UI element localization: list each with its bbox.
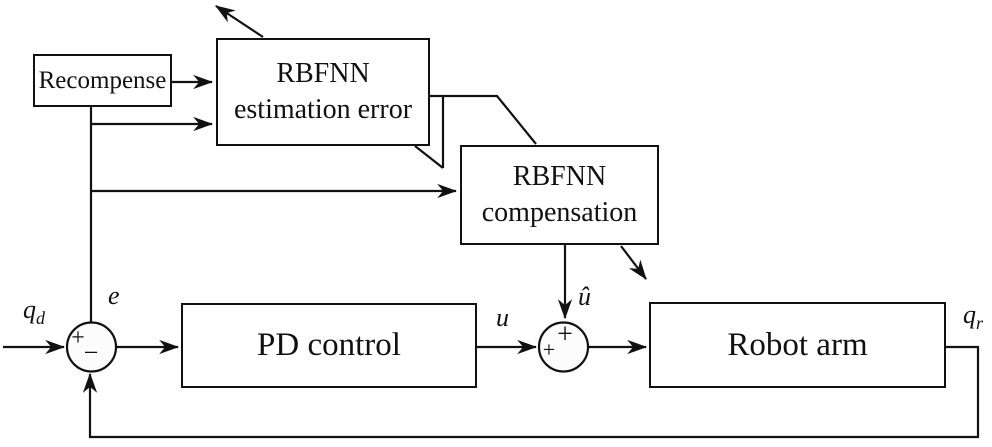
block-robot-arm: Robot arm	[649, 302, 946, 388]
arrow-compensation-out-bottom	[620, 245, 647, 280]
sum1-minus-sign: −	[83, 338, 99, 367]
signal-label-qd-sub: d	[36, 308, 45, 329]
signal-label-qr-base: q	[963, 300, 976, 329]
block-recompense: Recompense	[33, 54, 172, 107]
block-pd-control-label: PD control	[257, 327, 401, 364]
arrow-feedback-qr	[82, 345, 980, 439]
block-rbfnn-estimation-line1: RBFNN	[276, 58, 370, 90]
arrow-estimation-out-top	[215, 5, 264, 38]
block-rbfnn-estimation-error: RBFNN estimation error	[216, 38, 430, 146]
sum2-plus-left-sign: +	[542, 337, 556, 362]
signal-label-u-hat: û	[578, 282, 591, 311]
signal-label-qd: qd	[23, 295, 45, 328]
line-estimation-to-compensation	[429, 94, 537, 145]
signal-label-u: u	[496, 303, 509, 332]
signal-label-qd-base: q	[23, 295, 36, 324]
signal-label-qr-sub: r	[976, 313, 984, 334]
block-rbfnn-compensation-line1: RBFNN	[512, 161, 607, 193]
block-recompense-label: Recompense	[38, 66, 167, 94]
sum1-plus-sign: +	[71, 325, 85, 351]
line-estimation-tail-diagonal	[414, 145, 444, 169]
signal-label-qr: qr	[963, 300, 983, 333]
block-pd-control: PD control	[181, 303, 477, 388]
block-rbfnn-estimation-line2: estimation error	[233, 94, 413, 125]
sum2-plus-top-sign: +	[557, 319, 573, 350]
block-rbfnn-compensation: RBFNN compensation	[460, 145, 659, 245]
sum-junction-2	[537, 321, 590, 373]
sum-junction-1	[65, 321, 118, 373]
signal-label-e: e	[108, 281, 120, 310]
block-robot-arm-label: Robot arm	[727, 326, 868, 363]
block-rbfnn-compensation-line2: compensation	[481, 197, 638, 228]
